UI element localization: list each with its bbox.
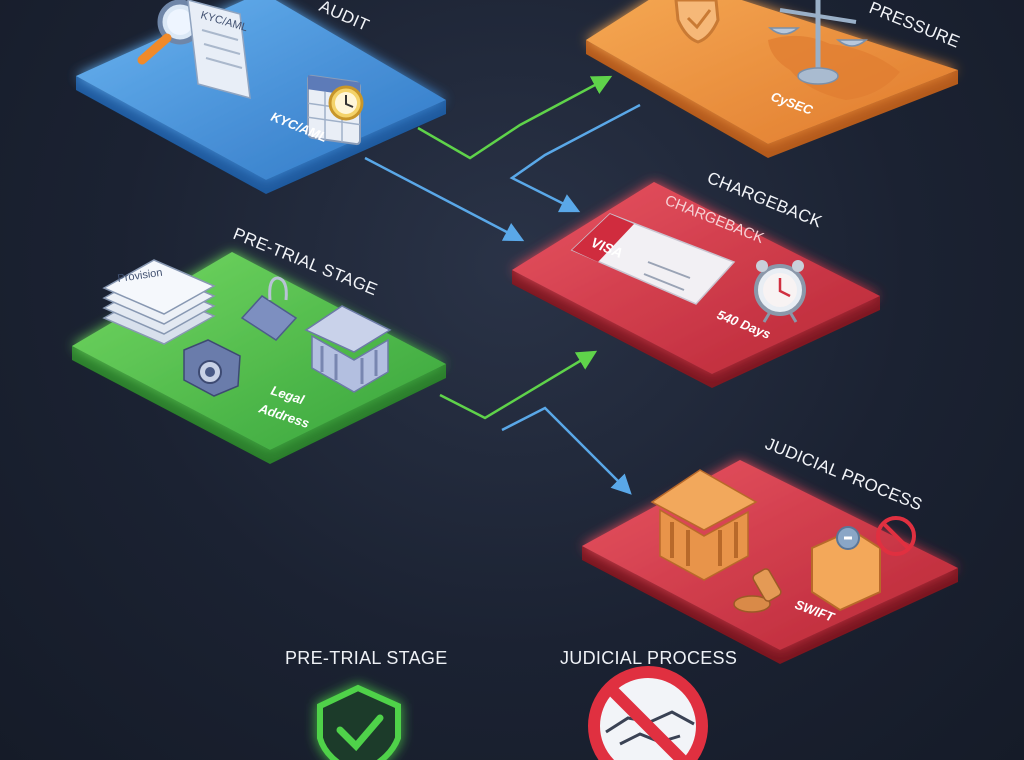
panel-audit-top xyxy=(76,0,446,180)
scales-icon xyxy=(767,0,869,85)
camera-icon xyxy=(183,339,241,397)
legend-no-handshake-icon xyxy=(588,666,708,760)
shield-icon xyxy=(674,0,720,44)
magnifier-icon xyxy=(137,0,203,65)
legend-judicial-label: JUDICIAL PROCESS xyxy=(560,648,738,668)
panel-pretrial-side xyxy=(72,346,446,464)
panel-audit: AUDIT KYC/AML KYC/A xyxy=(76,0,446,194)
map-icon xyxy=(768,35,900,101)
paper-clip-icon xyxy=(240,276,298,341)
connector-pressure-to-chargeback xyxy=(509,103,641,213)
panel-pressure: PRESSURE CySEC xyxy=(586,0,963,158)
alarm-clock-icon xyxy=(754,260,806,323)
panel-chargeback: CHARGEBACK VISA CHARGEBACK 540 Days xyxy=(512,168,880,388)
connector-pretrial-to-judicial xyxy=(501,406,632,495)
wallet-icon xyxy=(811,526,881,612)
panel-pretrial: PRE-TRIAL STAGE Provision Legal Addre xyxy=(72,224,446,464)
prohibited-icon xyxy=(876,516,916,556)
document-icon: KYC/AML xyxy=(187,0,251,100)
connector-pretrial-to-chargeback xyxy=(439,350,598,420)
connector-audit-to-pressure xyxy=(417,75,613,160)
legend-pretrial-label: PRE-TRIAL STAGE xyxy=(285,648,448,668)
panel-pressure-top xyxy=(586,0,958,144)
panel-audit-side xyxy=(76,76,446,194)
panel-judicial: JUDICIAL PROCESS SWIFT xyxy=(582,434,958,664)
panel-judicial-side xyxy=(582,546,958,664)
panel-pressure-side xyxy=(586,40,958,158)
connector-audit-to-chargeback xyxy=(364,156,525,242)
connectors xyxy=(364,75,641,495)
document-stack-icon: Provision xyxy=(102,259,216,345)
clock-icon xyxy=(328,85,364,121)
panel-pressure-title: PRESSURE xyxy=(867,0,963,52)
courthouse-icon xyxy=(650,469,758,581)
bank-building-icon xyxy=(304,305,392,393)
legend-shield-icon xyxy=(317,684,401,760)
gavel-icon xyxy=(733,568,782,613)
